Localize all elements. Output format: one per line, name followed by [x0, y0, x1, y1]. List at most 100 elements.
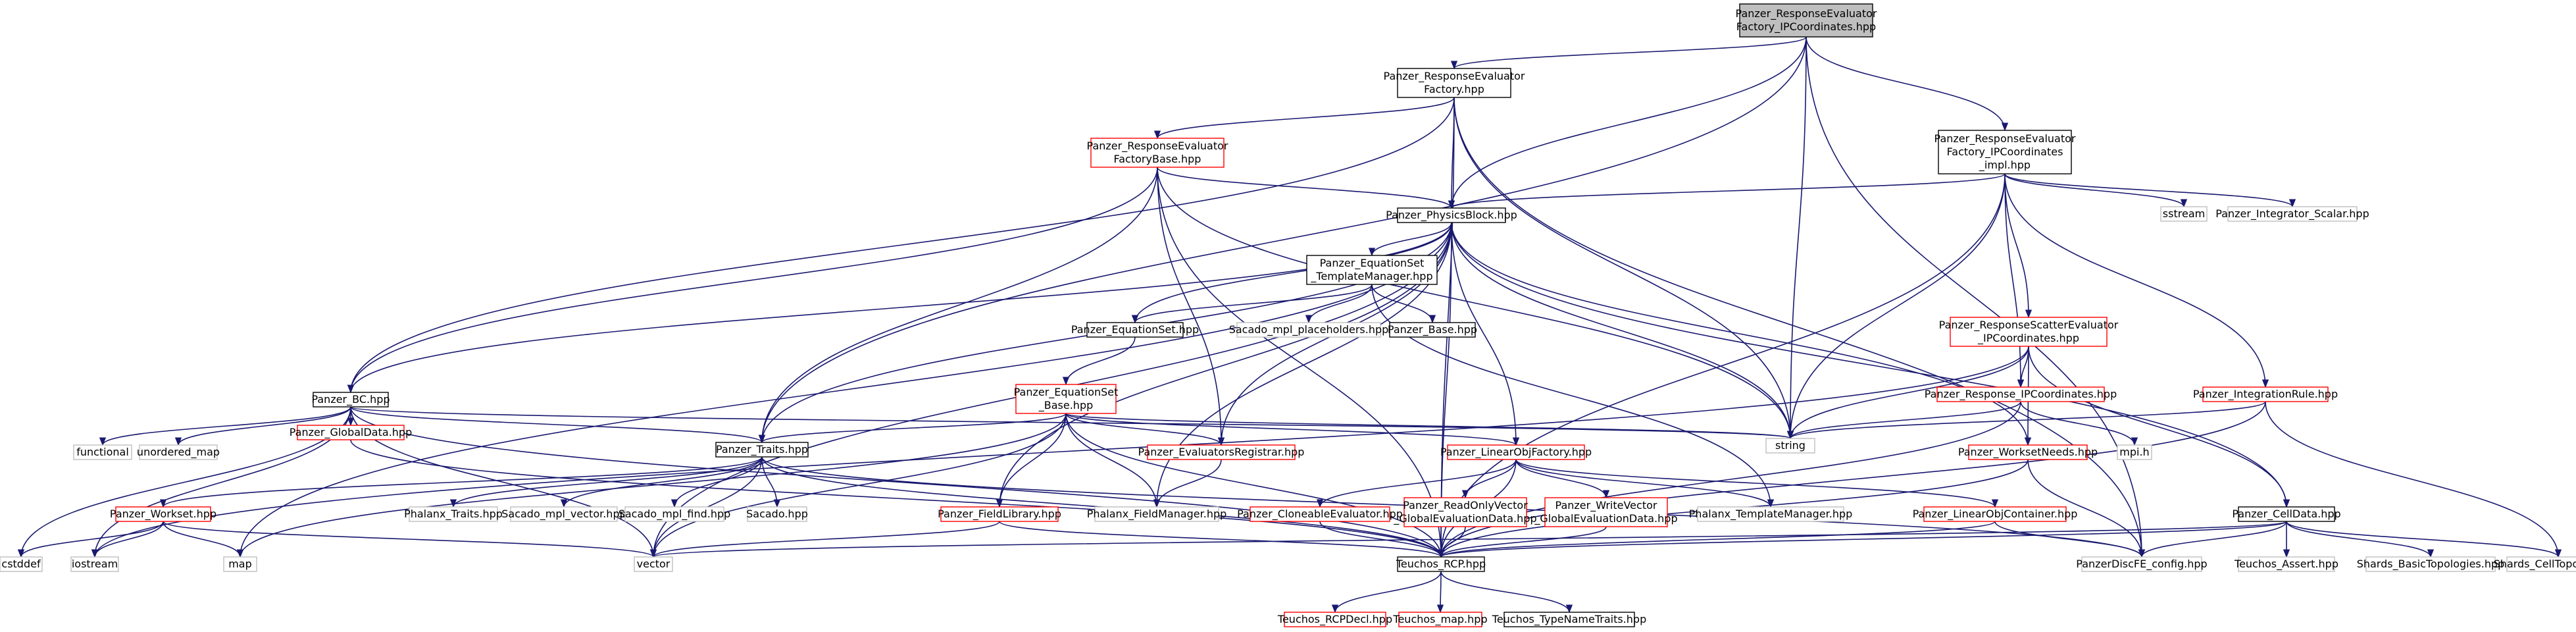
node-functional-label: functional: [76, 446, 129, 458]
node-shardsbasic-label: Shards_BasicTopologies.hpp: [2357, 558, 2505, 571]
node-sstream[interactable]: sstream: [2160, 206, 2208, 222]
node-linobjfac[interactable]: Panzer_LinearObjFactory.hpp: [1440, 444, 1592, 460]
node-worksetneeds[interactable]: Panzer_WorksetNeeds.hpp: [1958, 444, 2098, 460]
node-cstddef[interactable]: cstddef: [0, 556, 43, 572]
node-sacvec[interactable]: Sacado_mpl_vector.hpp: [501, 506, 626, 522]
node-readonly[interactable]: Panzer_ReadOnlyVector_GlobalEvaluationDa…: [1393, 497, 1537, 527]
node-traits[interactable]: Panzer_Traits.hpp: [715, 442, 809, 458]
node-intscalar-label: Panzer_Integrator_Scalar.hpp: [2215, 207, 2369, 221]
node-unordered[interactable]: unordered_map: [137, 444, 220, 460]
node-ref-box: [1397, 68, 1511, 98]
node-respipc[interactable]: Panzer_Response_IPCoordinates.hpp: [1925, 386, 2117, 402]
node-evalreg[interactable]: Panzer_EvaluatorsRegistrar.hpp: [1138, 444, 1305, 460]
node-shardscell[interactable]: Shards_CellTopology.hpp: [2494, 556, 2576, 572]
node-cstddef-label: cstddef: [1, 558, 41, 570]
node-string-label: string: [1775, 439, 1806, 452]
edge-celldata-to-shardscell: [2286, 521, 2562, 558]
node-map[interactable]: map: [223, 556, 257, 572]
node-rcpdecl-box: [1284, 612, 1386, 627]
node-string-box: [1765, 438, 1815, 454]
node-sacfind[interactable]: Sacado_mpl_find.hpp: [619, 506, 731, 522]
node-eqbase-label: Panzer_EquationSet: [1014, 386, 1119, 399]
edge-eqbase-to-linobjfac: [1065, 413, 1519, 446]
node-rcpdecl[interactable]: Teuchos_RCPDecl.hpp: [1277, 612, 1392, 627]
node-teuchosmap[interactable]: Teuchos_map.hpp: [1392, 612, 1488, 627]
node-worksetneeds-box: [1968, 444, 2088, 460]
node-eqset[interactable]: Panzer_EquationSet.hpp: [1071, 322, 1199, 338]
node-refbase-label: FactoryBase.hpp: [1114, 153, 1201, 165]
node-mpih[interactable]: mpi.h: [2117, 444, 2152, 460]
edge-refimpl-to-sstream: [2004, 173, 2187, 208]
edge-linobjfac-to-phxtm: [1515, 459, 1774, 508]
node-pbase-label: Panzer_Base.hpp: [1388, 323, 1477, 336]
node-teuchosasset[interactable]: Teuchos_Assert.hpp: [2234, 556, 2338, 572]
edge-physblock-to-eqtm: [1368, 222, 1452, 257]
node-refbase-box: [1090, 138, 1225, 168]
node-globaldata[interactable]: Panzer_GlobalData.hpp: [290, 425, 412, 440]
node-cloneable[interactable]: Panzer_CloneableEvaluator.hpp: [1237, 506, 1403, 522]
node-sstream-box: [2160, 206, 2208, 222]
node-discfe[interactable]: PanzerDiscFE_config.hpp: [2076, 556, 2208, 572]
node-intscalar[interactable]: Panzer_Integrator_Scalar.hpp: [2215, 206, 2369, 222]
node-fieldlib[interactable]: Panzer_FieldLibrary.hpp: [938, 506, 1061, 522]
node-sacado[interactable]: Sacado.hpp: [746, 506, 808, 522]
node-string[interactable]: string: [1765, 438, 1815, 454]
node-root[interactable]: Panzer_ResponseEvaluatorFactory_IPCoordi…: [1736, 3, 1877, 38]
edge-refbase-to-string: [1157, 167, 1794, 440]
edge-ref-to-discfe: [1453, 97, 2146, 558]
node-functional-box: [73, 444, 132, 460]
node-workset[interactable]: Panzer_Workset.hpp: [110, 506, 216, 522]
node-phxtraits[interactable]: Phalanx_Traits.hpp: [404, 506, 503, 522]
node-iostream-box: [70, 556, 119, 572]
edge-linobjcont-to-discfe: [1994, 521, 2146, 558]
node-root-label: Panzer_ResponseEvaluator: [1736, 7, 1877, 20]
node-intscalar-box: [2227, 206, 2358, 222]
edge-fieldlib-to-vector: [650, 521, 1000, 558]
node-readonly-label: Panzer_ReadOnlyVector: [1403, 499, 1528, 512]
node-linobjcont-label: Panzer_LinearObjContainer.hpp: [1913, 508, 2078, 521]
node-intrule[interactable]: Panzer_IntegrationRule.hpp: [2193, 386, 2338, 402]
edge-traits-to-sacfind: [670, 456, 763, 508]
node-teuchosrcp-label: Teuchos_RCP.hpp: [1396, 558, 1486, 571]
node-iostream[interactable]: iostream: [70, 556, 119, 572]
edge-globaldata-to-teuchosrcp: [350, 439, 1444, 558]
node-intrule-box: [2202, 386, 2329, 402]
node-refimpl[interactable]: Panzer_ResponseEvaluatorFactory_IPCoordi…: [1934, 130, 2076, 174]
edge-refimpl-to-string: [1786, 173, 2006, 440]
node-vector[interactable]: vector: [634, 556, 673, 572]
edge-eqbase-to-map: [237, 413, 1067, 558]
node-phxtraits-label: Phalanx_Traits.hpp: [404, 508, 503, 521]
edge-teuchosrcp-to-typenametraits: [1440, 571, 1573, 614]
node-cstddef-box: [0, 556, 43, 572]
node-phxtm[interactable]: Phalanx_TemplateManager.hpp: [1689, 506, 1853, 522]
node-sacplace[interactable]: Sacado_mpl_placeholders.hpp: [1229, 322, 1389, 338]
node-phxfm-box: [1094, 506, 1219, 522]
node-shardsbasic[interactable]: Shards_BasicTopologies.hpp: [2357, 556, 2505, 572]
node-typenametraits[interactable]: Teuchos_TypeNameTraits.hpp: [1492, 612, 1646, 627]
edge-bc-to-traits: [350, 406, 765, 444]
node-bc[interactable]: Panzer_BC.hpp: [311, 392, 390, 408]
node-worksetneeds-label: Panzer_WorksetNeeds.hpp: [1958, 446, 2098, 459]
node-functional[interactable]: functional: [73, 444, 132, 460]
edge-eqtm-to-sacplace: [1305, 284, 1373, 324]
node-celldata[interactable]: Panzer_CellData.hpp: [2232, 506, 2341, 522]
node-pbase[interactable]: Panzer_Base.hpp: [1388, 322, 1477, 338]
node-cloneable-label: Panzer_CloneableEvaluator.hpp: [1237, 508, 1403, 521]
node-phxfm[interactable]: Phalanx_FieldManager.hpp: [1087, 506, 1227, 522]
node-linobjfac-label: Panzer_LinearObjFactory.hpp: [1440, 446, 1592, 459]
edge-traits-to-sacado: [761, 456, 781, 508]
node-traits-label: Panzer_Traits.hpp: [716, 443, 808, 456]
node-physblock[interactable]: Panzer_PhysicsBlock.hpp: [1386, 207, 1517, 223]
node-teuchosrcp[interactable]: Teuchos_RCP.hpp: [1396, 556, 1486, 572]
edge-respscatter-to-string: [1786, 346, 2029, 440]
node-linobjcont[interactable]: Panzer_LinearObjContainer.hpp: [1913, 506, 2078, 522]
node-writevec[interactable]: Panzer_WriteVector_GlobalEvaluationData.…: [1534, 497, 1678, 527]
node-refimpl-label: _impl.hpp: [1979, 159, 2031, 172]
node-respscatter[interactable]: Panzer_ResponseScatterEvaluator_IPCoordi…: [1939, 317, 2119, 347]
edge-workset-to-map: [163, 521, 244, 558]
node-eqtm[interactable]: Panzer_EquationSet_TemplateManager.hpp: [1306, 255, 1438, 285]
node-sacfind-box: [624, 506, 724, 522]
node-eqbase[interactable]: Panzer_EquationSet_Base.hpp: [1014, 384, 1119, 414]
